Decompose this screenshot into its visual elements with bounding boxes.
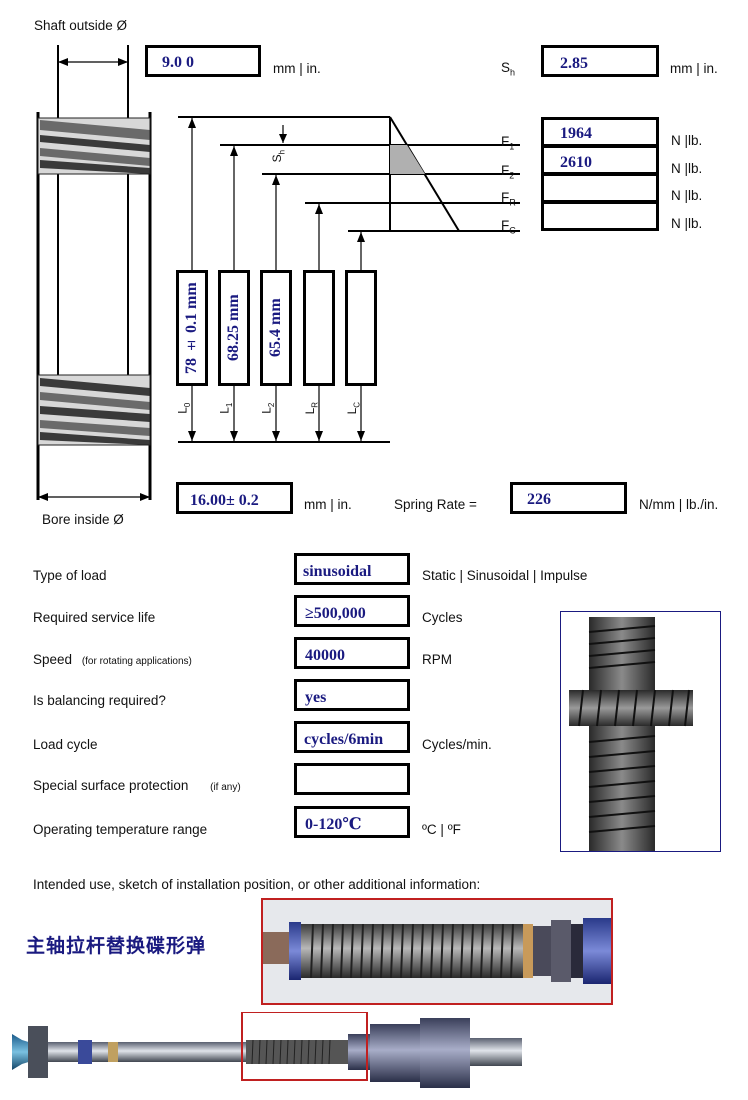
force-unit-f2: N |lb. — [671, 161, 703, 176]
spring-rate-label: Spring Rate = — [394, 497, 477, 512]
force-unit-fr: N |lb. — [671, 188, 703, 203]
form-label-temperature: Operating temperature range — [33, 822, 208, 837]
form-label-load-cycle: Load cycle — [33, 737, 98, 752]
speed-note: (for rotating applications) — [81, 656, 192, 667]
speed-unit: RPM — [422, 652, 452, 667]
temperature-field[interactable]: 0-120℃ — [294, 806, 410, 838]
length-label-l1: L1 — [217, 402, 234, 414]
spring-coils-top — [37, 117, 151, 175]
service-life-unit: Cycles — [422, 610, 463, 625]
length-label-lc: LC — [345, 401, 362, 415]
shaft-unit: mm | in. — [273, 61, 321, 76]
force-label-fc: FC — [501, 218, 516, 236]
spring-rate-field[interactable]: 226 — [510, 482, 627, 514]
length-field-l2[interactable]: 65.4 mm — [260, 270, 292, 386]
force-field-f2[interactable]: 2610 — [541, 145, 659, 175]
load-cycle-unit: Cycles/min. — [422, 737, 492, 752]
surface-protection-field[interactable] — [294, 763, 410, 795]
spring-product-photo — [560, 611, 721, 852]
length-label-lr: LR — [303, 401, 320, 415]
form-label-type-of-load: Type of load — [33, 568, 107, 583]
form-label-surface-protection: Special surface protection (if any) — [33, 778, 241, 793]
intended-use-label: Intended use, sketch of installation pos… — [33, 877, 481, 892]
length-label-l2: L2 — [259, 402, 276, 414]
spring-coils-bottom — [37, 374, 151, 446]
sh-label: Sh — [501, 60, 516, 78]
shaft-outside-field[interactable]: 9.0 0 — [145, 45, 261, 77]
sh-vertical-label: Sh — [270, 149, 287, 163]
spindle-detail-zoom — [261, 898, 613, 1005]
speed-field[interactable]: 40000 — [294, 637, 410, 669]
type-of-load-options: Static | Sinusoidal | Impulse — [422, 568, 588, 583]
form-label-balancing: Is balancing required? — [33, 693, 166, 708]
length-field-l1[interactable]: 68.25 mm — [218, 270, 250, 386]
length-field-lc[interactable] — [345, 270, 377, 386]
sh-field[interactable]: 2.85 — [541, 45, 659, 77]
force-label-fr: FR — [501, 190, 516, 208]
force-unit-fc: N |lb. — [671, 216, 703, 231]
type-of-load-field[interactable]: sinusoidal — [294, 553, 410, 585]
bore-inside-label: Bore inside Ø — [42, 512, 124, 527]
force-unit-f1: N |lb. — [671, 133, 703, 148]
chinese-note: 主轴拉杆替换碟形弹 — [26, 935, 207, 957]
balancing-field[interactable]: yes — [294, 679, 410, 711]
force-field-f1[interactable]: 1964 — [541, 117, 659, 147]
service-life-field[interactable]: ≥500,000 — [294, 595, 410, 627]
shaft-outside-label: Shaft outside Ø — [34, 18, 128, 33]
spring-diagram — [36, 45, 520, 501]
spring-rate-unit: N/mm | lb./in. — [639, 497, 719, 512]
form-label-speed: Speed (for rotating applications) — [33, 652, 192, 667]
temperature-unit: ºC | ºF — [422, 822, 461, 837]
force-field-fr[interactable] — [541, 173, 659, 203]
load-cycle-field[interactable]: cycles/6min — [294, 721, 410, 753]
surface-protection-note: (if any) — [210, 782, 241, 793]
bore-inside-field[interactable]: 16.00± 0.2 — [176, 482, 293, 514]
form-label-service-life: Required service life — [33, 610, 156, 625]
length-label-l0: L0 — [175, 402, 192, 414]
sh-unit: mm | in. — [670, 61, 718, 76]
force-label-f2: F2 — [501, 163, 515, 181]
length-field-l0[interactable]: 78 ± 0.1 mm — [176, 270, 208, 386]
spindle-assembly-image — [8, 1011, 528, 1094]
bore-unit: mm | in. — [304, 497, 352, 512]
force-label-f1: F1 — [501, 134, 515, 152]
length-field-lr[interactable] — [303, 270, 335, 386]
force-field-fc[interactable] — [541, 201, 659, 231]
